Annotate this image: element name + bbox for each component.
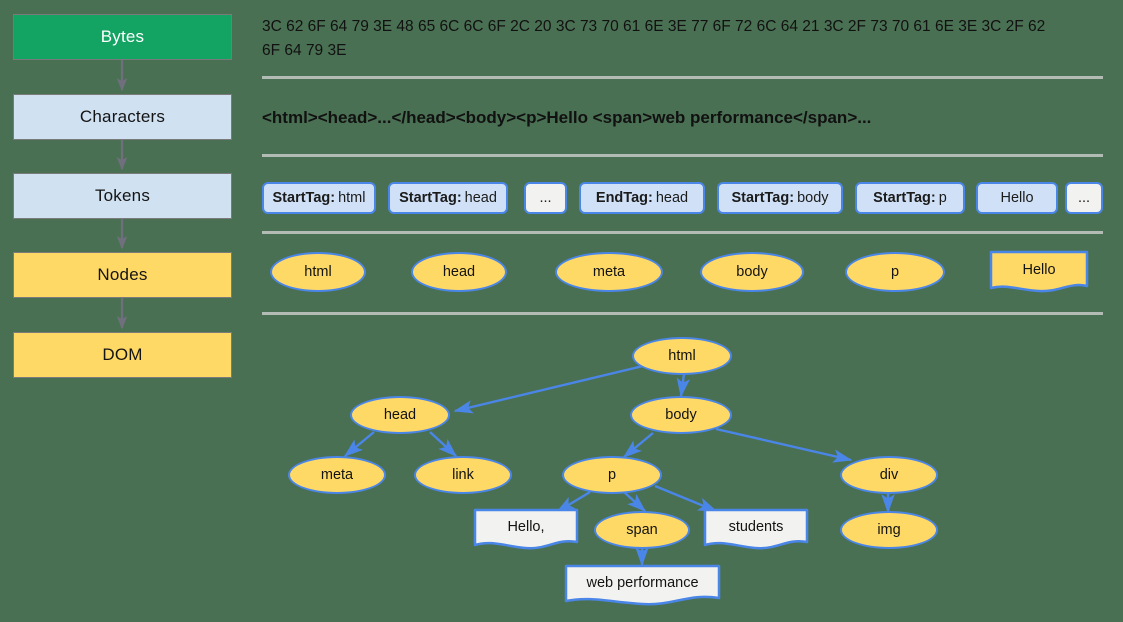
node-label: meta xyxy=(592,264,626,280)
token-value: head xyxy=(655,190,689,206)
token-value: html xyxy=(338,190,366,206)
bytes-hex-text: 3C 62 6F 64 79 3E 48 65 6C 6C 6F 2C 20 3… xyxy=(262,18,1046,59)
dom-node-body[interactable]: body xyxy=(630,396,732,434)
pipeline-stage-label: Tokens xyxy=(94,186,151,205)
document-shape-icon xyxy=(473,508,579,550)
edge-p-span xyxy=(623,491,647,512)
pipeline-stage-nodes: Nodes xyxy=(13,252,232,298)
token-kind: StartTag: xyxy=(731,190,795,206)
token-value: ... xyxy=(539,190,552,206)
token-kind: StartTag: xyxy=(272,190,336,206)
dom-node-meta[interactable]: meta xyxy=(288,456,386,494)
node-label: body xyxy=(736,264,768,280)
edge-head-link xyxy=(429,431,458,457)
edge-head-meta xyxy=(343,431,375,457)
pipeline-stage-label: Bytes xyxy=(100,27,145,46)
dom-node-html[interactable]: html xyxy=(632,337,732,375)
document-shape-icon xyxy=(564,564,721,606)
token-kind: StartTag: xyxy=(399,190,462,206)
token-chip-starttag-head[interactable]: StartTag:head xyxy=(388,182,508,214)
pipeline-stage-label: Characters xyxy=(79,107,166,126)
edge-html-head xyxy=(453,364,644,414)
node-row-ellipse-head[interactable]: head xyxy=(411,252,507,292)
token-kind: EndTag: xyxy=(595,190,653,206)
divider-nodes-dom xyxy=(262,312,1103,315)
pipeline-stage-tokens: Tokens xyxy=(13,173,232,219)
pipeline-stage-bytes: Bytes xyxy=(13,14,232,60)
token-chip-starttag-body[interactable]: StartTag:body xyxy=(717,182,843,214)
divider-bytes-characters xyxy=(262,76,1103,79)
pipeline-stage-characters: Characters xyxy=(13,94,232,140)
node-label: div xyxy=(879,467,899,483)
node-label: body xyxy=(665,407,697,423)
pipeline-stage-label: Nodes xyxy=(97,265,148,284)
node-label: html xyxy=(668,348,696,364)
characters-markup-text: <html><head>...</head><body><p>Hello <sp… xyxy=(262,108,872,127)
node-label: span xyxy=(626,522,658,538)
dom-node-span[interactable]: span xyxy=(594,511,690,549)
edge-body-p xyxy=(622,432,654,458)
node-label: head xyxy=(383,407,417,423)
token-value: body xyxy=(797,190,829,206)
node-label: p xyxy=(890,264,900,280)
dom-node-head[interactable]: head xyxy=(350,396,450,434)
token-kind: StartTag: xyxy=(873,190,936,206)
dom-node-text-web-performance[interactable]: web performance xyxy=(564,564,721,608)
node-row-ellipse-p[interactable]: p xyxy=(845,252,945,292)
token-chip-starttag-p[interactable]: StartTag:p xyxy=(855,182,965,214)
token-value: head xyxy=(464,190,497,206)
node-row-ellipse-meta[interactable]: meta xyxy=(555,252,663,292)
dom-node-div[interactable]: div xyxy=(840,456,938,494)
dom-node-link[interactable]: link xyxy=(414,456,512,494)
dom-node-text-hello[interactable]: Hello, xyxy=(473,508,579,552)
node-label: img xyxy=(877,522,901,538)
node-label: html xyxy=(304,264,332,280)
token-value: p xyxy=(938,190,947,206)
dom-node-p[interactable]: p xyxy=(562,456,662,494)
dom-node-img[interactable]: img xyxy=(840,511,938,549)
token-chip-endtag-head[interactable]: EndTag:head xyxy=(579,182,705,214)
divider-characters-tokens xyxy=(262,154,1103,157)
node-row-ellipse-html[interactable]: html xyxy=(270,252,366,292)
token-chip-ellipsis-1[interactable]: ... xyxy=(524,182,567,214)
node-label: head xyxy=(442,264,476,280)
divider-tokens-nodes xyxy=(262,231,1103,234)
pipeline-stage-label: DOM xyxy=(102,345,143,364)
token-value: Hello xyxy=(1000,190,1034,206)
token-chip-hello[interactable]: Hello xyxy=(976,182,1058,214)
pipeline-stage-dom: DOM xyxy=(13,332,232,378)
dom-node-text-students[interactable]: students xyxy=(703,508,809,552)
node-label: link xyxy=(452,467,474,483)
document-shape-icon xyxy=(703,508,809,550)
edge-html-body xyxy=(676,373,691,398)
token-chip-starttag-html[interactable]: StartTag:html xyxy=(262,182,376,214)
node-label: meta xyxy=(320,467,354,483)
document-shape-icon xyxy=(989,250,1089,293)
node-row-document-hello[interactable]: Hello xyxy=(989,250,1089,294)
token-chip-ellipsis-2[interactable]: ... xyxy=(1065,182,1103,214)
edge-body-div xyxy=(715,427,853,463)
node-label: p xyxy=(607,467,617,483)
token-value: ... xyxy=(1077,190,1091,206)
node-row-ellipse-body[interactable]: body xyxy=(700,252,804,292)
